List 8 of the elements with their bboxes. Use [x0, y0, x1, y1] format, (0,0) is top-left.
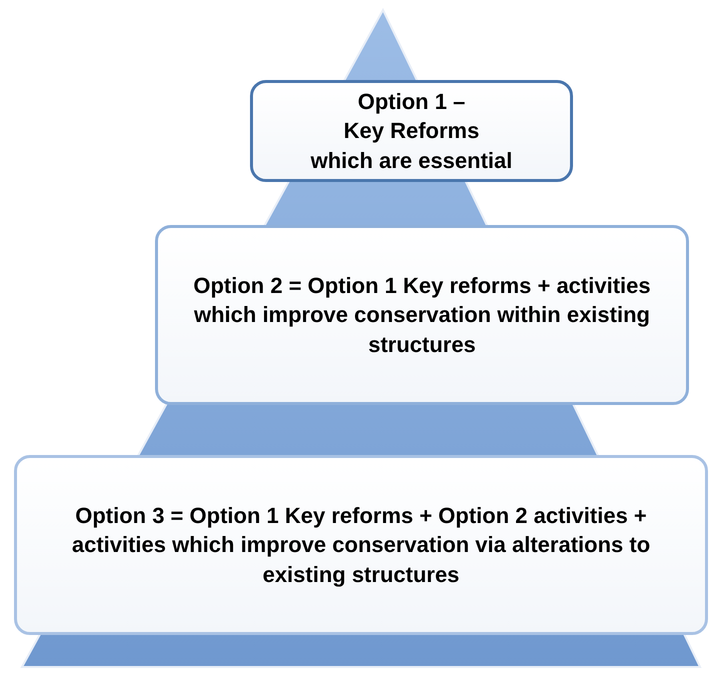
box-text: which are essential	[310, 146, 512, 175]
text-box	[14, 455, 708, 635]
box-text: Key Reforms	[344, 117, 480, 146]
text-box	[155, 225, 689, 405]
box-text: Option 3 = Option 1 Key reforms + Option 2 activities + activities which improve conservation via alterations to existing structures	[70, 502, 652, 589]
text-box	[250, 80, 573, 182]
box-text: Option 2 = Option 1 Key reforms + activities which improve conservation within existing structures	[192, 272, 652, 359]
box-text: Option 1 –	[358, 88, 466, 116]
